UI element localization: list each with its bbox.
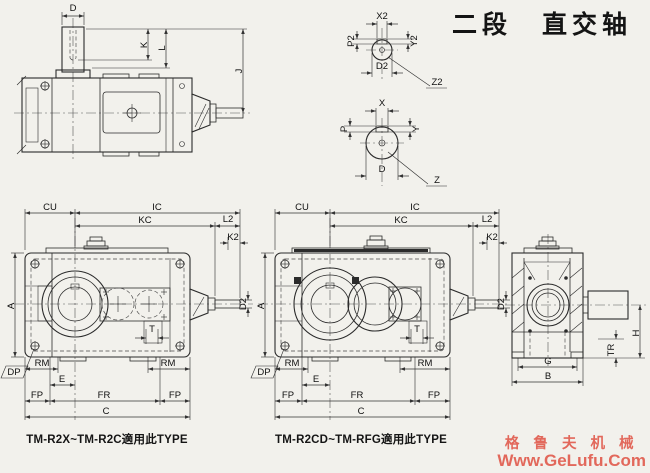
dim-label-fr-front2: FR [351, 390, 364, 401]
dim-label-k2-front2: K2 [486, 232, 498, 243]
dim-label-d-top: D [70, 3, 77, 14]
dim-label-rm-left-front1: RM [35, 358, 50, 369]
dim-label-x2: X2 [376, 11, 388, 22]
dim-label-dp-front1: DP [7, 367, 20, 378]
dim-label-dp-front2: DP [257, 367, 270, 378]
dim-label-d2-front1: D2 [238, 298, 249, 310]
dim-label-ic-front2: IC [410, 202, 420, 213]
front-view-2: T D2 CU IC KC L2 K2 A DP [250, 202, 510, 446]
dim-label-tr: TR [606, 344, 617, 357]
dim-label-rm-left-front2: RM [285, 358, 300, 369]
dim-label-d2-front2: D2 [496, 298, 507, 310]
dim-label-z2: Z2 [431, 77, 442, 88]
watermark-site: Www.GeLufu.Com [497, 451, 646, 471]
watermark: 格 鲁 夫 机 械 Www.GeLufu.Com [497, 435, 646, 471]
dim-label-cu-front1: CU [43, 202, 57, 213]
dim-label-cu-front2: CU [295, 202, 309, 213]
drawing-title: 二段 直交轴 [452, 12, 633, 39]
dim-label-y: Y [411, 125, 422, 132]
front-view-1: T D2 CU IC KC L2 K2 A DP [0, 202, 253, 446]
shaft-section-z2: P2 Y2 X2 D2 Z2 [346, 11, 447, 89]
dim-label-l: L [157, 45, 168, 50]
dim-label-fp-left-front2: FP [282, 390, 294, 401]
dim-label-fr-front1: FR [98, 390, 111, 401]
shaft-section-z: P Y X D Z [339, 98, 447, 187]
dim-label-x: X [379, 98, 386, 109]
dim-label-p: P [339, 126, 350, 132]
dim-label-d2-section: D2 [376, 61, 388, 72]
dim-label-ic-front1: IC [152, 202, 162, 213]
dim-label-g: G [544, 356, 551, 367]
dim-label-kc-front1: KC [138, 215, 151, 226]
right-side-view: G B H TR [505, 234, 646, 386]
caption-front2: TM-R2CD~TM-RFG適用此TYPE [275, 432, 447, 446]
dim-label-b: B [545, 371, 551, 382]
dim-label-c-front1: C [103, 406, 110, 417]
dim-label-h: H [631, 329, 642, 336]
dim-label-a-front1: A [6, 302, 17, 309]
dim-label-j: J [234, 68, 245, 73]
dim-label-z: Z [434, 175, 440, 186]
dim-label-l2-front2: L2 [482, 214, 493, 225]
dim-label-d-section: D [379, 164, 386, 175]
dim-label-e-front2: E [313, 374, 319, 385]
dim-label-rm-right-front1: RM [161, 358, 176, 369]
top-side-view: D K L J [14, 3, 250, 160]
dim-label-y2: Y2 [409, 35, 420, 47]
dim-label-fp-right-front1: FP [169, 390, 181, 401]
dim-label-e-front1: E [59, 374, 65, 385]
dim-label-kc-front2: KC [394, 215, 407, 226]
dim-label-rm-right-front2: RM [418, 358, 433, 369]
dim-label-t-front1: T [149, 324, 155, 335]
dim-label-k: K [139, 41, 150, 48]
caption-front1: TM-R2X~TM-R2C適用此TYPE [26, 432, 188, 446]
dim-label-fp-right-front2: FP [428, 390, 440, 401]
dim-label-k2-front1: K2 [227, 232, 239, 243]
dim-label-t-front2: T [414, 324, 420, 335]
dim-label-c-front2: C [358, 406, 365, 417]
dim-label-l2-front1: L2 [223, 214, 234, 225]
dim-label-a-front2: A [256, 302, 267, 309]
dim-label-p2: P2 [346, 35, 357, 47]
watermark-brand: 格 鲁 夫 机 械 [504, 435, 639, 452]
dim-label-fp-left-front1: FP [31, 390, 43, 401]
